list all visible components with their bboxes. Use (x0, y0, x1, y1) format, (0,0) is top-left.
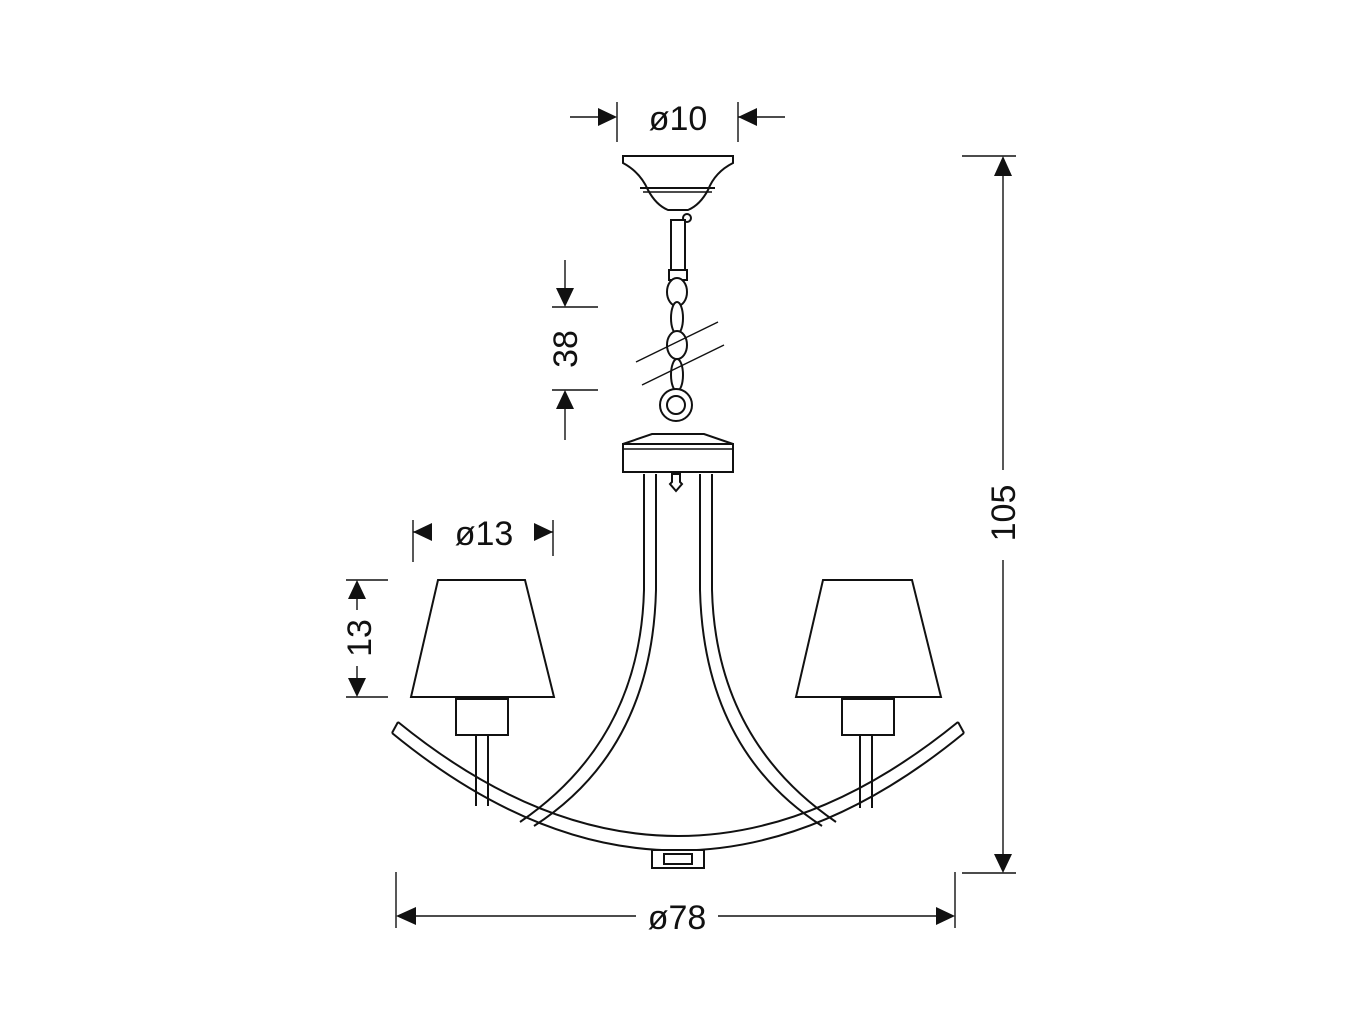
canopy-diameter-dimension: ø10 (570, 100, 785, 142)
left-lamp-shade (409, 579, 556, 698)
shade-height-dimension: 13 (341, 579, 388, 698)
left-lamp (409, 579, 556, 806)
right-lamp-shade (794, 579, 943, 698)
chain-length-label: 38 (547, 330, 585, 368)
shade-diameter-dimension: ø13 (412, 515, 554, 562)
shade-diameter-label: ø13 (455, 515, 514, 553)
total-height-dimension: 105 (962, 155, 1023, 874)
center-arms (519, 474, 837, 827)
shade-height-label: 13 (341, 619, 379, 657)
ceiling-canopy (622, 155, 734, 211)
bottom-hoop (391, 721, 965, 869)
canopy-diameter-label: ø10 (649, 100, 708, 138)
total-height-label: 105 (985, 485, 1023, 542)
total-diameter-dimension: ø78 (395, 872, 956, 937)
hanging-chain (635, 213, 725, 422)
chain-length-dimension: 38 (547, 260, 598, 440)
central-hub (622, 433, 734, 493)
total-diameter-label: ø78 (648, 899, 707, 937)
right-lamp (794, 579, 943, 808)
